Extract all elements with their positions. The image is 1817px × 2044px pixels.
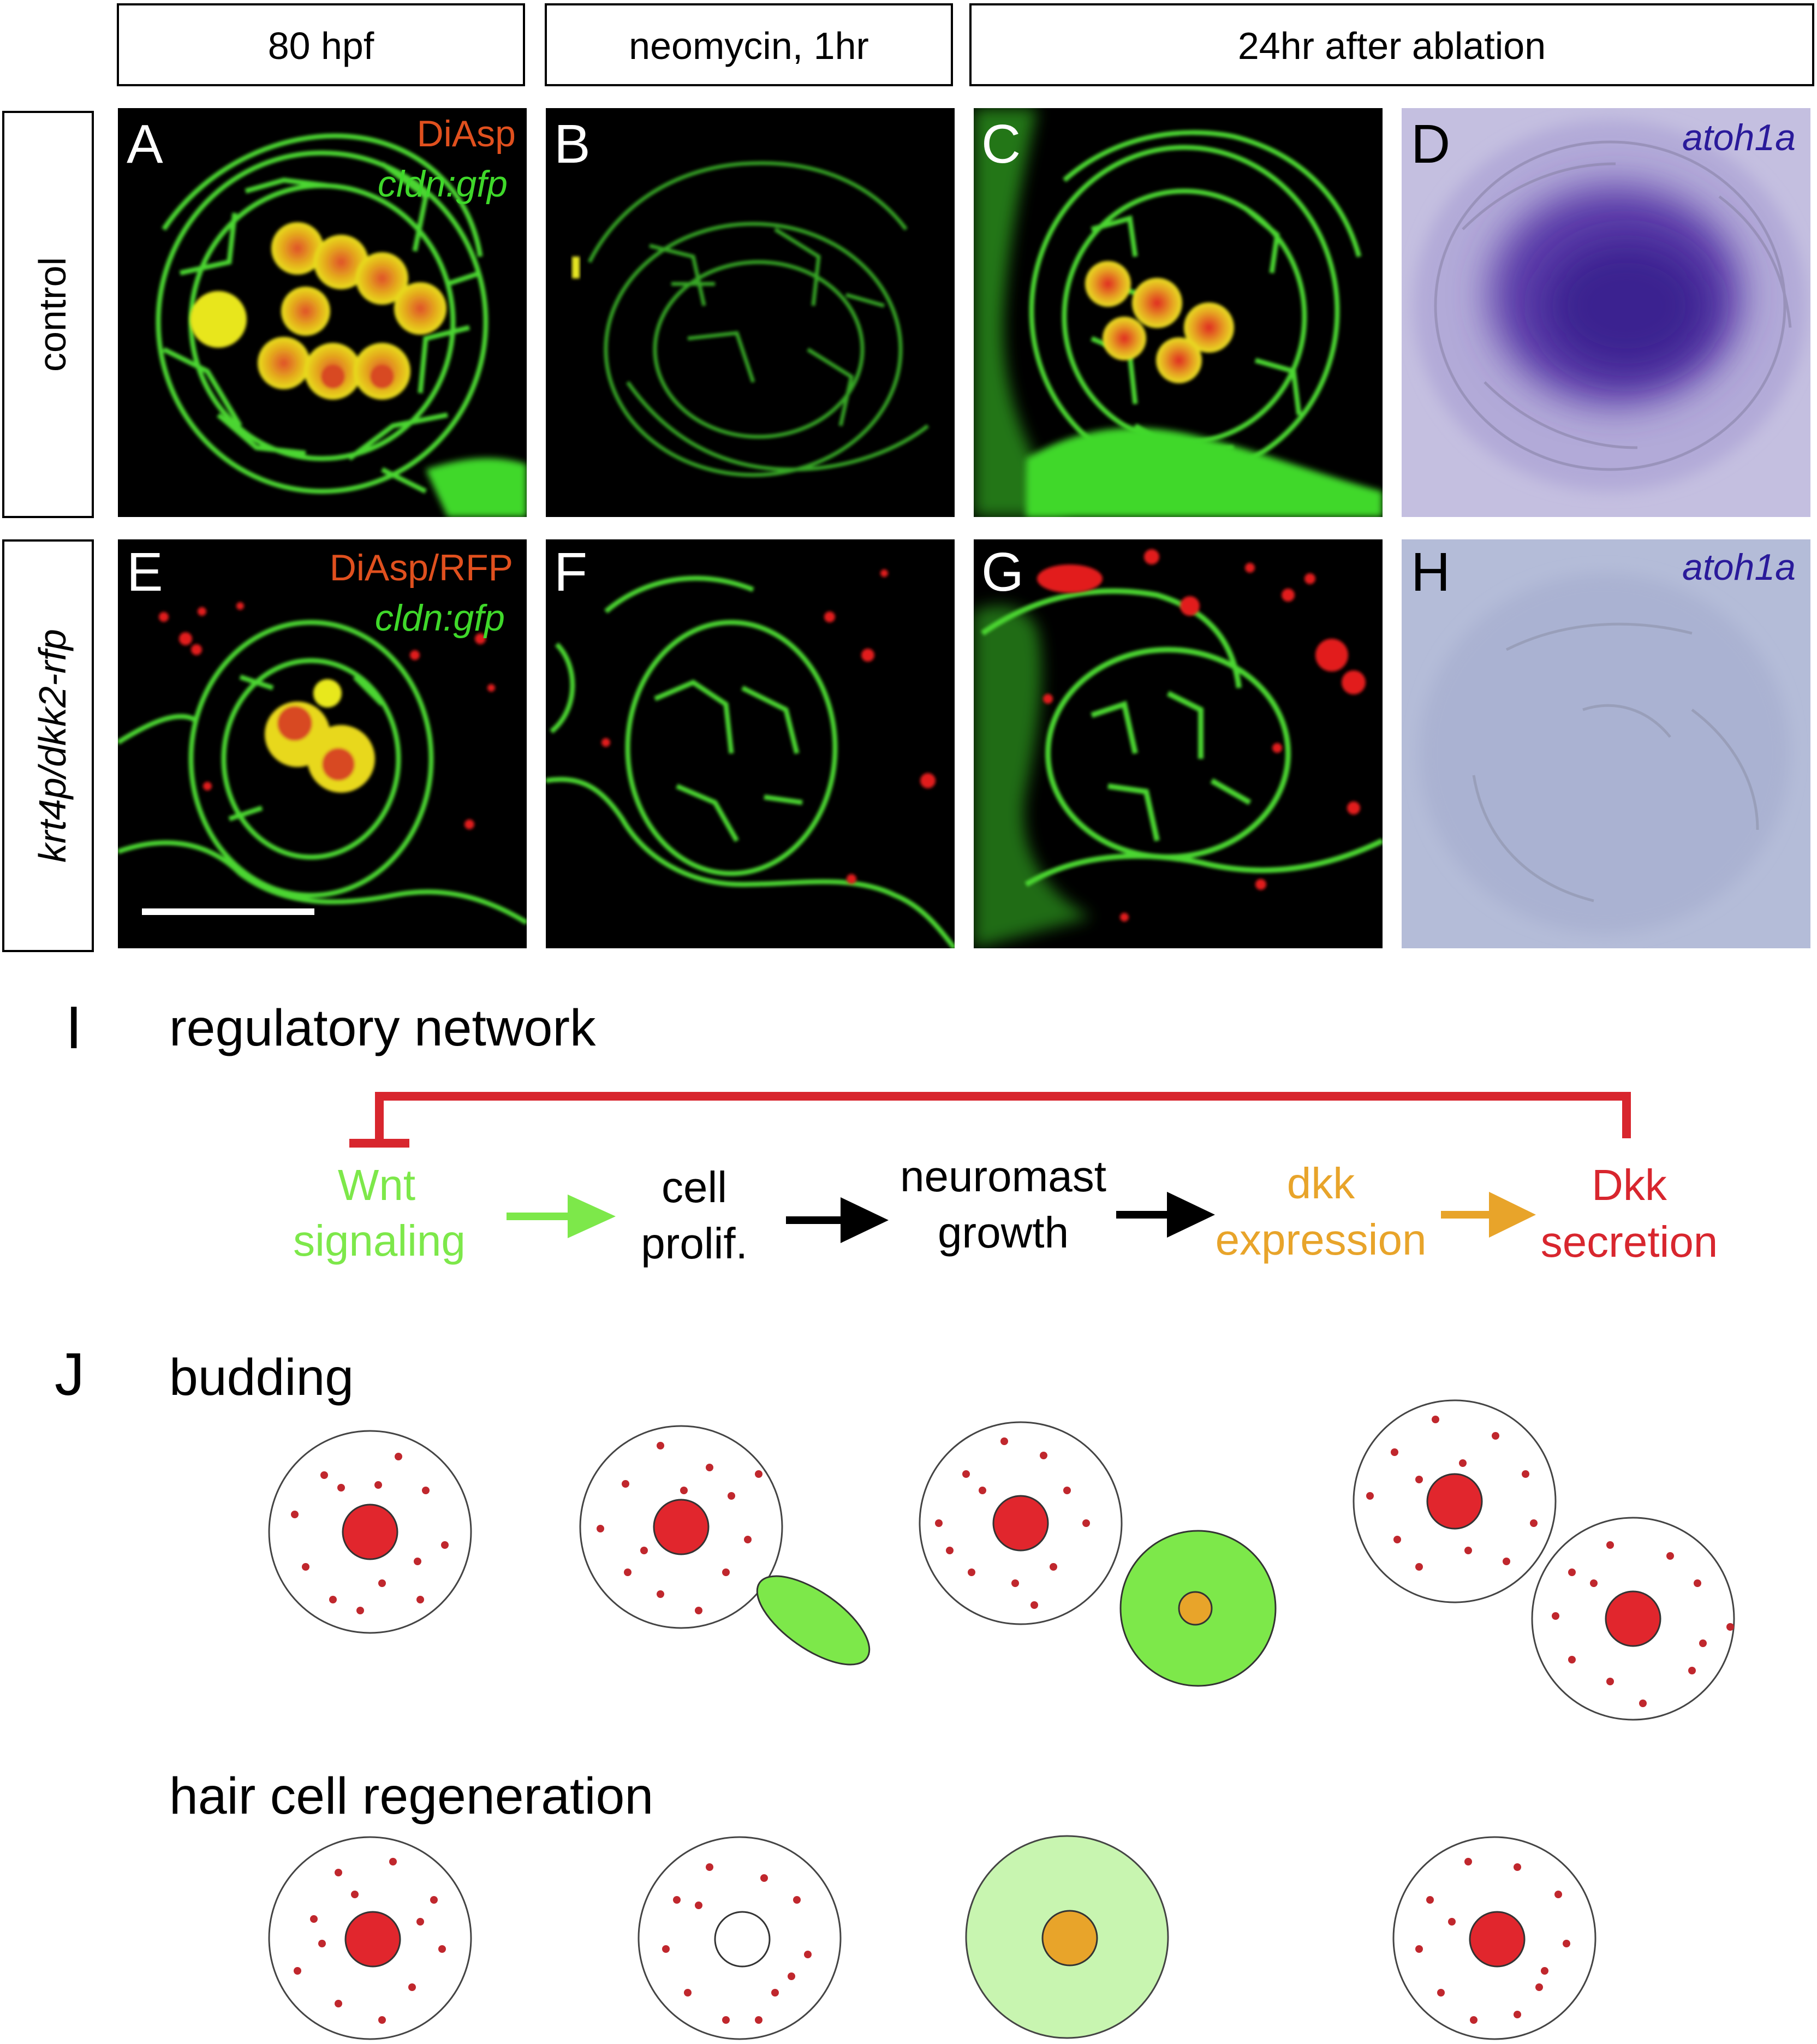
panel-a-label-cldn: cldn:gfp <box>378 163 508 205</box>
panel-f-letter: F <box>554 542 587 603</box>
panel-h-label-atoh1a: atoh1a <box>1682 546 1796 588</box>
header-24hr: 24hr after ablation <box>1238 25 1546 67</box>
node-wnt-2: signaling <box>293 1216 466 1265</box>
panel-f: F <box>546 539 955 948</box>
header-80hpf: 80 hpf <box>268 25 374 67</box>
panel-a-label-diasp: DiAsp <box>417 113 516 155</box>
panel-c-letter: C <box>981 114 1021 175</box>
regen-title: hair cell regeneration <box>169 1767 653 1825</box>
inhibition-line <box>375 1092 1631 1142</box>
node-dkksec-2: secretion <box>1541 1217 1718 1266</box>
panel-b: B <box>546 108 955 517</box>
node-prolif-2: prolif. <box>641 1219 748 1268</box>
panel-e-label-diasp-rfp: DiAsp/RFP <box>330 547 513 589</box>
budding-neuromast-1 <box>268 1430 472 1634</box>
regen-neuromast-2 <box>638 1836 842 2040</box>
panel-b-letter: B <box>554 114 591 175</box>
section-j: J budding <box>55 1341 1735 2040</box>
panel-e-label-cldn: cldn:gfp <box>375 597 505 639</box>
panel-c: C <box>974 108 1383 517</box>
node-dkkexp-2: expression <box>1216 1215 1427 1264</box>
panel-h: H atoh1a <box>1402 539 1810 948</box>
panel-a: A DiAsp cldn:gfp <box>118 108 527 517</box>
node-dkkexp-1: dkk <box>1287 1159 1355 1208</box>
node-growth-2: growth <box>938 1208 1069 1257</box>
row-box-dkk2 <box>2 539 94 952</box>
ablated-hair-cells <box>714 1911 771 1968</box>
row-box-control <box>2 111 94 518</box>
column-headers: 80 hpf neomycin, 1hr 24hr after ablation <box>117 3 1814 86</box>
panel-g: G <box>974 539 1383 948</box>
panel-d: D atoh1a <box>1402 108 1810 517</box>
bud-green <box>756 1575 871 1666</box>
panel-g-letter: G <box>981 542 1024 603</box>
budding-title: budding <box>169 1348 354 1406</box>
section-i-letter: I <box>65 994 82 1061</box>
arrowhead-wnt-prolif <box>568 1195 616 1238</box>
panel-e: E DiAsp/RFP cldn:gfp <box>118 539 527 948</box>
header-neomycin: neomycin, 1hr <box>629 25 869 67</box>
header-box-24hr <box>969 3 1814 86</box>
section-i: I regulatory network Wnt signaling cell … <box>65 994 1718 1268</box>
regen-neuromast-3 <box>965 1835 1169 2039</box>
row-label-dkk2: krt4p/dkk2-rfp <box>31 629 74 863</box>
node-wnt-1: Wnt <box>338 1161 415 1209</box>
regen-neuromast-1 <box>268 1836 472 2040</box>
arrowhead-growth-dkkexp <box>1167 1192 1215 1238</box>
panel-d-letter: D <box>1411 114 1450 175</box>
budding-neuromast-2 <box>579 1425 871 1666</box>
panel-a-letter: A <box>127 114 163 175</box>
section-i-title: regulatory network <box>169 999 596 1057</box>
header-box-neomycin <box>545 3 953 86</box>
section-j-letter: J <box>55 1341 85 1408</box>
row-labels: control krt4p/dkk2-rfp <box>2 111 94 952</box>
node-dkksec-1: Dkk <box>1592 1161 1667 1209</box>
header-box-80hpf <box>117 3 525 86</box>
row-label-control: control <box>31 257 74 372</box>
node-prolif-1: cell <box>662 1163 727 1211</box>
new-neuromast-center <box>1178 1591 1213 1626</box>
arrowhead-dkkexp-dkksec <box>1489 1192 1536 1238</box>
panel-d-label-atoh1a: atoh1a <box>1682 117 1796 158</box>
arrowhead-prolif-growth <box>841 1197 889 1243</box>
regen-neuromast-4 <box>1392 1836 1596 2040</box>
node-growth-1: neuromast <box>900 1152 1106 1201</box>
panel-h-letter: H <box>1411 542 1450 603</box>
scale-bar <box>142 908 314 915</box>
panel-e-letter: E <box>127 542 163 603</box>
budding-neuromast-3 <box>919 1421 1277 1687</box>
budding-neuromast-4 <box>1353 1399 1735 1721</box>
